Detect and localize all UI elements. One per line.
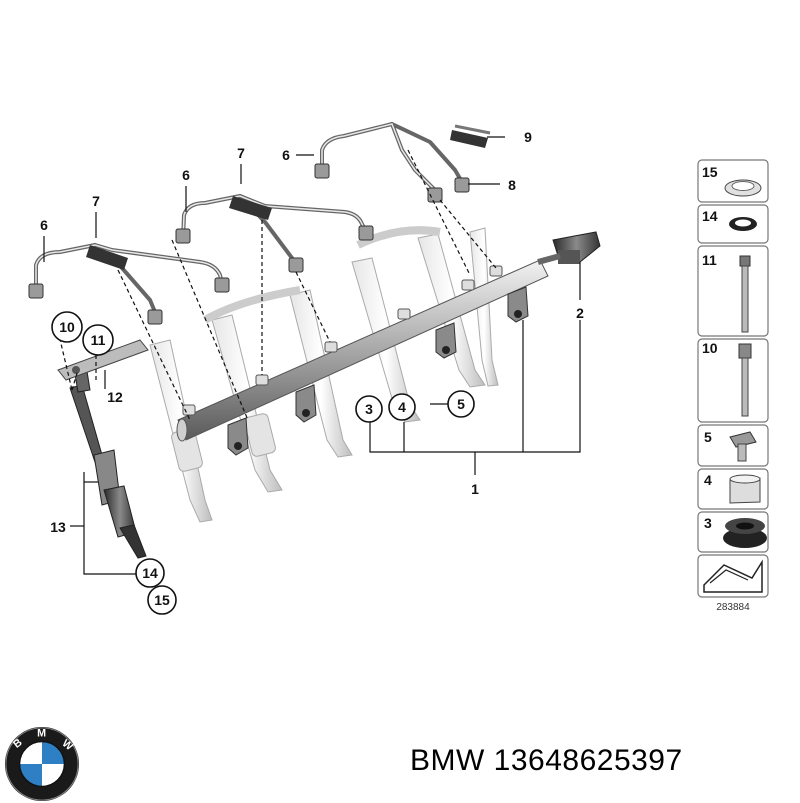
callout-8: 8 (508, 177, 516, 193)
callout-11: 11 (91, 332, 106, 348)
fuel-lines (34, 122, 464, 314)
diagram-code: 283884 (716, 602, 750, 613)
legend-num-5: 5 (704, 429, 712, 445)
callout-5: 5 (457, 396, 465, 412)
pressure-sensor (537, 231, 601, 265)
callout-3: 3 (365, 401, 373, 417)
legend-num-14: 14 (702, 208, 718, 224)
legend-row: 3 (704, 515, 767, 548)
line-clamps (86, 124, 491, 270)
injector-exploded (69, 364, 147, 559)
front-direction-icon (703, 559, 763, 593)
legend-row: 14 (702, 208, 757, 231)
svg-text:M: M (37, 728, 46, 740)
callout-9: 9 (524, 129, 532, 145)
callout-10: 10 (59, 319, 75, 335)
fuel-rail (176, 259, 549, 456)
legend-num-4: 4 (704, 472, 712, 488)
legend-num-11: 11 (702, 252, 717, 268)
callout-7-middle: 7 (237, 145, 245, 161)
legend-num-15: 15 (702, 164, 718, 180)
callout-14: 14 (142, 565, 158, 581)
injector-bracket (57, 339, 149, 381)
rubber-grommet-icon (723, 518, 767, 548)
collar-screw-icon (729, 431, 757, 462)
legend-row: 5 (704, 429, 757, 462)
legend-row: 15 (702, 164, 762, 197)
sleeve-icon (729, 474, 761, 504)
callout-1: 1 (471, 481, 479, 497)
callout-12: 12 (107, 389, 123, 405)
callout-7-left: 7 (92, 193, 100, 209)
callout-circles (51, 311, 475, 615)
legend-row: 4 (704, 472, 761, 504)
legend-num-3: 3 (704, 515, 712, 531)
bolt-icon (738, 343, 752, 417)
leader-lines (43, 136, 581, 575)
legend-row: 10 (702, 340, 752, 417)
callout-15: 15 (154, 592, 170, 608)
legend-row: 11 (702, 252, 751, 333)
part-number: BMW 13648625397 (410, 744, 683, 777)
callout-2: 2 (576, 305, 584, 321)
legend-panel: 15 14 11 10 (697, 159, 769, 613)
union-nuts (28, 163, 470, 325)
callout-6-right: 6 (282, 147, 290, 163)
callout-6-left: 6 (40, 217, 48, 233)
injector-6 (469, 227, 499, 387)
callout-4: 4 (398, 399, 406, 415)
long-bolt-icon (739, 255, 751, 333)
legend-num-10: 10 (702, 340, 718, 356)
bmw-logo-icon: B M W (4, 726, 80, 802)
o-ring-icon (729, 217, 757, 231)
sealing-ring-icon (724, 179, 762, 197)
callout-6-middle: 6 (182, 167, 190, 183)
callout-13: 13 (50, 519, 66, 535)
